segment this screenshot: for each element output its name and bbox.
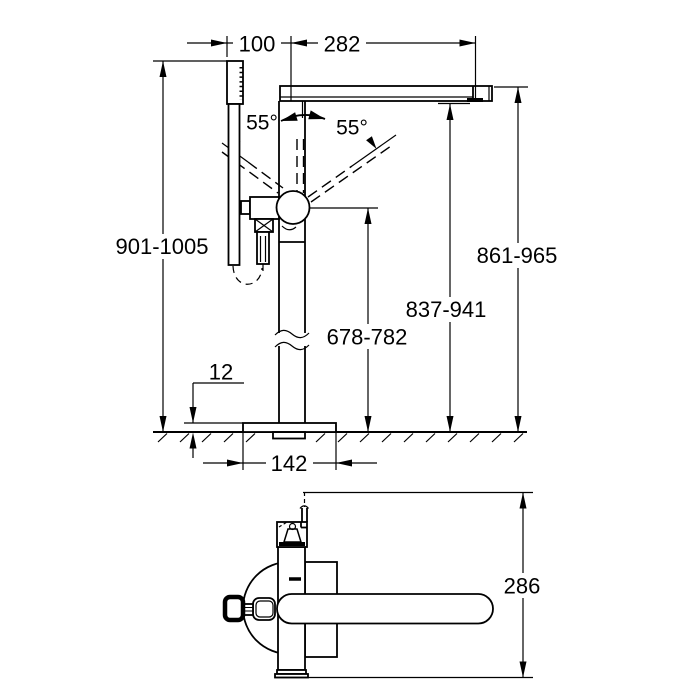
dim-label-901-1005: 901-1005 — [116, 234, 209, 259]
floor-hatching — [157, 433, 524, 443]
dim-286: 286 — [275, 491, 548, 679]
hand-shower-handle — [227, 103, 241, 266]
plan-spout — [276, 593, 494, 625]
dim-label-861-965: 861-965 — [477, 243, 558, 268]
dim-12: 12 — [189, 360, 244, 458]
floor-recess — [272, 431, 306, 440]
dim-label-100: 100 — [239, 32, 276, 57]
shower-hose-loop — [232, 265, 263, 285]
dim-label-12: 12 — [209, 360, 233, 385]
dim-label-282: 282 — [324, 32, 361, 57]
dim-100-282: 100 282 — [187, 32, 477, 101]
hand-shower — [226, 60, 280, 285]
dim-label-142: 142 — [271, 451, 308, 476]
dim-142: 142 — [203, 425, 377, 476]
angle-labels: 55° 55° — [246, 112, 368, 140]
plan-holder-knob — [222, 594, 276, 623]
angle-label-left: 55° — [246, 112, 278, 135]
angle-label-right: 55° — [336, 117, 368, 140]
elevation-view — [153, 60, 527, 443]
plan-shower-bracket — [276, 492, 309, 548]
dim-901-1005: 901-1005 — [108, 60, 227, 432]
pipe-break-symbol — [274, 329, 310, 339]
dim-861-965: 861-965 — [467, 86, 569, 432]
shower-holder-block — [249, 196, 280, 220]
diverter-box — [254, 218, 274, 233]
dim-label-837-941: 837-941 — [406, 297, 487, 322]
dim-label-678-782: 678-782 — [327, 325, 408, 350]
floor-line — [153, 431, 527, 443]
base-plate — [184, 422, 337, 440]
pipe-break-symbol — [274, 341, 310, 351]
hose-nipple — [256, 231, 270, 271]
plan-foot — [274, 669, 309, 679]
dim-label-286: 286 — [504, 574, 541, 599]
spout — [279, 85, 493, 105]
dim-837-941: 837-941 — [396, 104, 497, 432]
plan-view — [222, 492, 494, 679]
plan-cradle-tip — [288, 522, 297, 531]
dim-678-782: 678-782 — [309, 207, 418, 432]
